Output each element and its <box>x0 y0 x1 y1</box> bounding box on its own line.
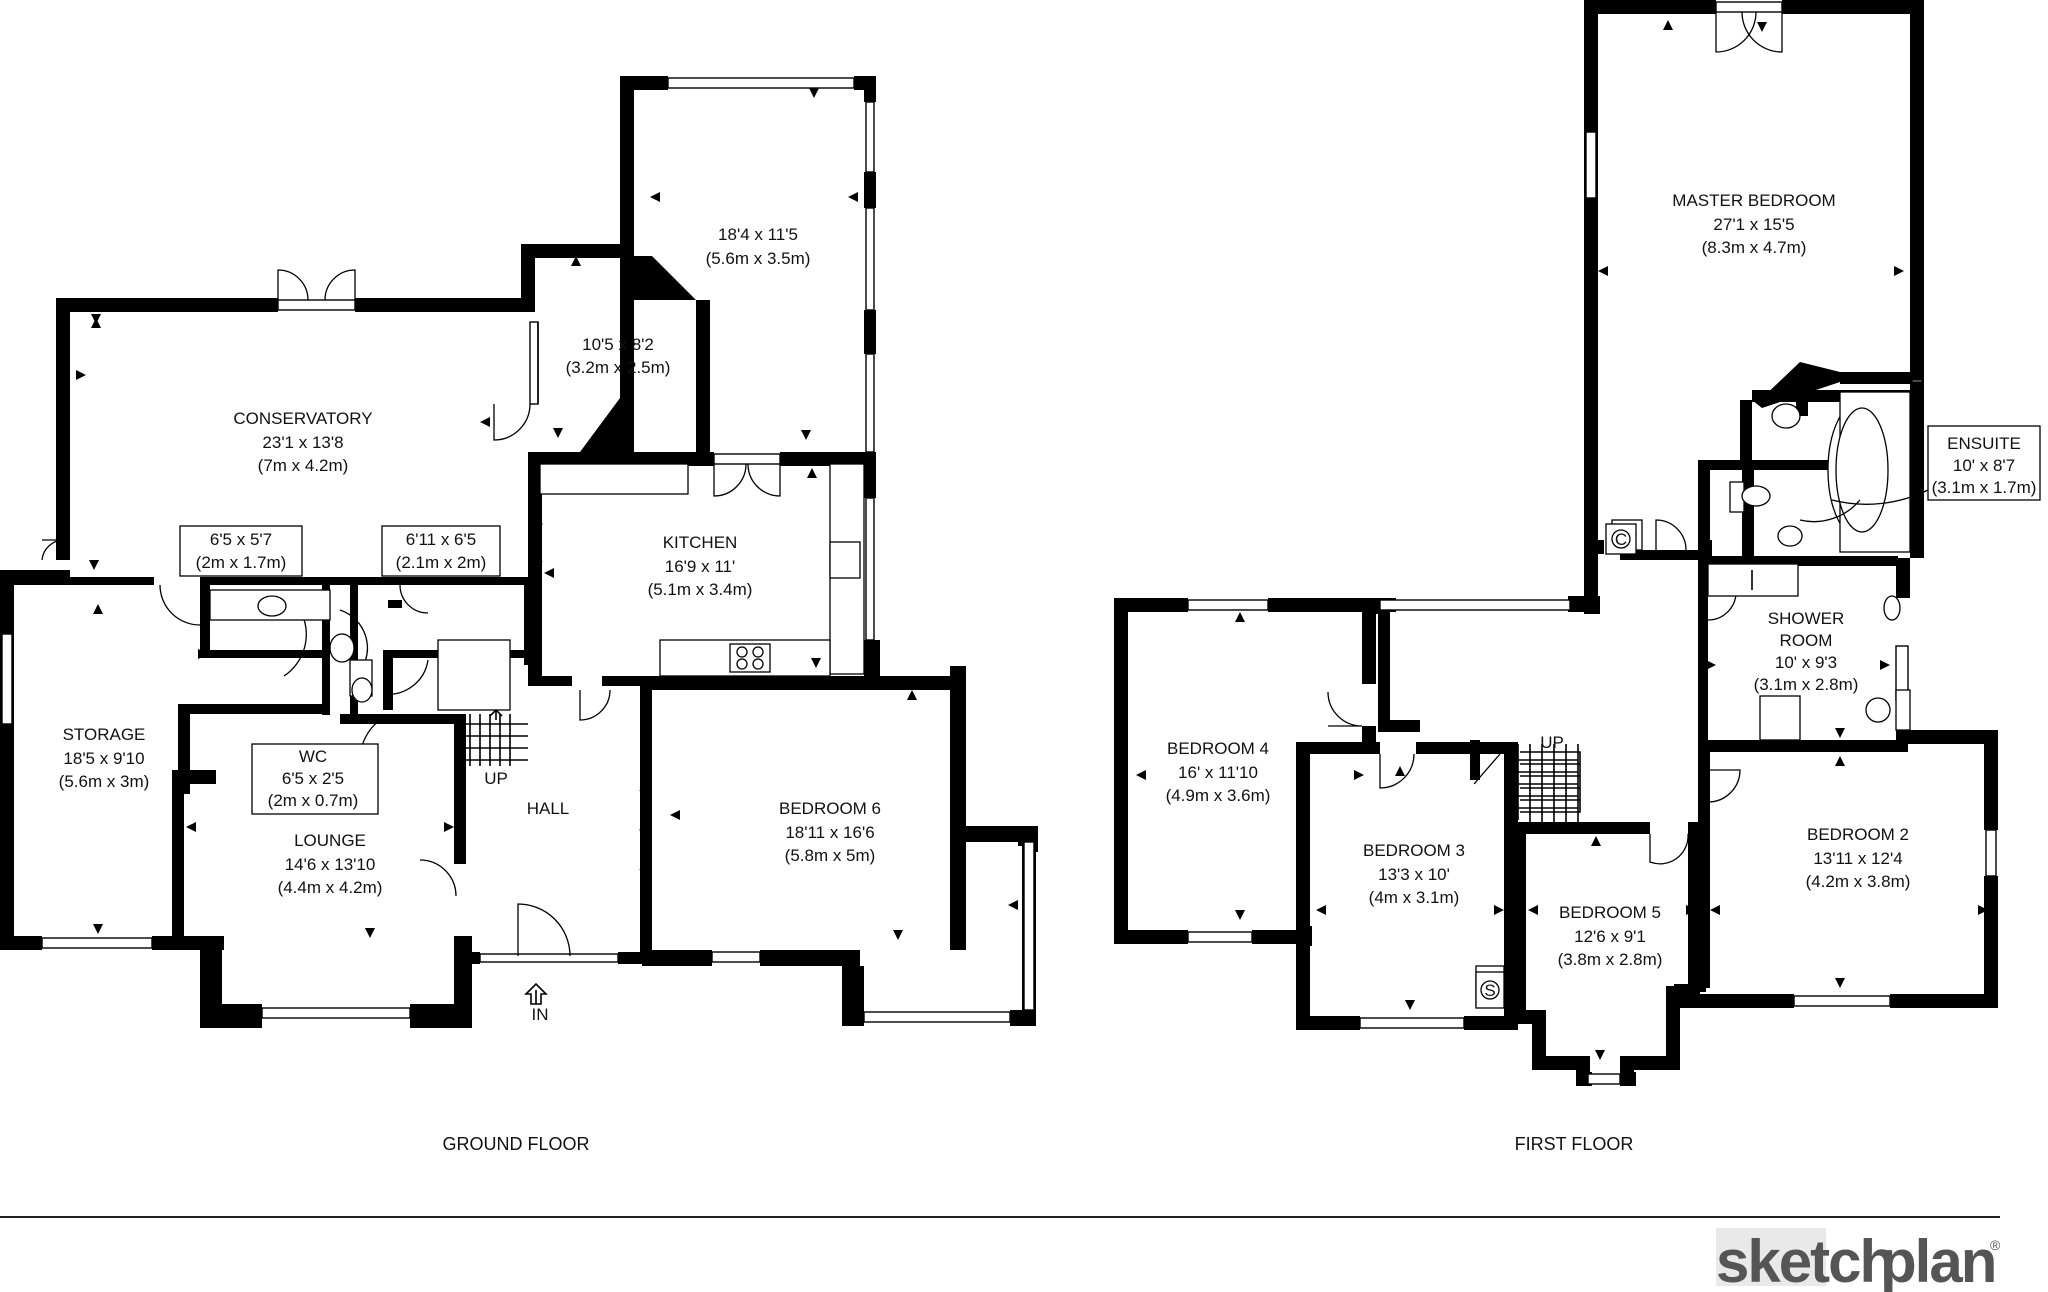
footer-divider <box>0 1216 2000 1218</box>
first-floor-walls <box>1114 0 1998 1086</box>
conservatory-metric: (7m x 4.2m) <box>258 456 349 475</box>
conservatory-name: CONSERVATORY <box>233 409 372 428</box>
bedroom3-name: BEDROOM 3 <box>1363 841 1465 860</box>
logo-registered-mark: ® <box>1990 1237 2001 1253</box>
cupboard-s-label: S <box>1484 981 1495 1000</box>
ground-floor-fixtures <box>209 463 865 1005</box>
bedroom2-metric: (4.2m x 3.8m) <box>1806 872 1911 891</box>
bedroom3-imperial: 13'3 x 10' <box>1378 865 1450 884</box>
rear-room-metric: (5.6m x 3.5m) <box>706 249 811 268</box>
lounge-metric: (4.4m x 4.2m) <box>278 878 383 897</box>
ground-floor-walls <box>0 76 1038 1028</box>
bedroom4-imperial: 16' x 11'10 <box>1178 763 1258 782</box>
ground-stairs-label: UP <box>484 769 508 788</box>
ground-floor-title: GROUND FLOOR <box>442 1134 589 1154</box>
master-metric: (8.3m x 4.7m) <box>1702 238 1807 257</box>
wc-name: WC <box>299 747 327 766</box>
ensuite-imperial: 10' x 8'7 <box>1953 456 2015 475</box>
entrance-label: IN <box>532 1005 549 1024</box>
storage-imperial: 18'5 x 9'10 <box>63 749 144 768</box>
first-floor-windows <box>1187 1 1997 1085</box>
ensuite-label-box <box>1927 425 2041 501</box>
ensuite-leader-line <box>1831 489 1929 505</box>
bedroom5-name: BEDROOM 5 <box>1559 903 1661 922</box>
first-floor-title: FIRST FLOOR <box>1515 1134 1634 1154</box>
store-a-label-box <box>179 525 303 577</box>
first-floor-cupboards <box>1475 523 1637 1009</box>
hall-name: HALL <box>527 799 570 818</box>
bedroom3-metric: (4m x 3.1m) <box>1369 888 1460 907</box>
logo-word-plan: plan <box>1880 1228 1995 1292</box>
store-a-metric: (2m x 1.7m) <box>196 553 287 572</box>
bedroom6-name: BEDROOM 6 <box>779 799 881 818</box>
store-b-label-box <box>381 525 501 577</box>
shower-imperial: 10' x 9'3 <box>1775 653 1837 672</box>
kitchen-metric: (5.1m x 3.4m) <box>648 580 753 599</box>
kitchen-name: KITCHEN <box>663 533 738 552</box>
utility-imperial: 10'5 x 8'2 <box>582 335 654 354</box>
ensuite-name: ENSUITE <box>1947 434 2021 453</box>
wc-metric: (2m x 0.7m) <box>268 791 359 810</box>
ensuite-metric: (3.1m x 1.7m) <box>1932 478 2037 497</box>
store-b-imperial: 6'11 x 6'5 <box>406 530 476 549</box>
bedroom2-imperial: 13'11 x 12'4 <box>1813 849 1902 868</box>
store-b-metric: (2.1m x 2m) <box>396 553 487 572</box>
shower-metric: (3.1m x 2.8m) <box>1754 675 1859 694</box>
kitchen-imperial: 16'9 x 11' <box>665 557 735 576</box>
master-name: MASTER BEDROOM <box>1672 191 1835 210</box>
bedroom5-metric: (3.8m x 2.8m) <box>1558 950 1663 969</box>
cupboard-c-label: C <box>1615 530 1627 549</box>
bedroom4-name: BEDROOM 4 <box>1167 739 1269 758</box>
wc-imperial: 6'5 x 2'5 <box>282 769 344 788</box>
logo-word-sketch: sketch <box>1716 1228 1894 1292</box>
lounge-imperial: 14'6 x 13'10 <box>285 855 376 874</box>
rear-room-imperial: 18'4 x 11'5 <box>718 225 798 244</box>
first-floor-stairs <box>1520 751 1581 813</box>
wall-markers <box>76 20 1988 1060</box>
conservatory-imperial: 23'1 x 13'8 <box>262 433 343 452</box>
first-stairs-label: UP <box>1540 733 1564 752</box>
bedroom6-metric: (5.8m x 5m) <box>785 846 876 865</box>
bedroom5-imperial: 12'6 x 9'1 <box>1574 927 1646 946</box>
master-imperial: 27'1 x 15'5 <box>1713 215 1794 234</box>
bedroom4-metric: (4.9m x 3.6m) <box>1166 786 1271 805</box>
ground-floor-windows <box>1 77 1035 1023</box>
storage-name: STORAGE <box>63 725 146 744</box>
bedroom2-name: BEDROOM 2 <box>1807 825 1909 844</box>
sketchplan-logo: sketch plan ® <box>1716 1228 2001 1292</box>
utility-metric: (3.2m x 2.5m) <box>566 358 671 377</box>
storage-metric: (5.6m x 3m) <box>59 772 150 791</box>
shower-name-line2: ROOM <box>1780 631 1833 650</box>
lounge-name: LOUNGE <box>294 831 366 850</box>
wc-label-box <box>251 743 379 815</box>
shower-name-line1: SHOWER <box>1768 609 1845 628</box>
bedroom6-imperial: 18'11 x 16'6 <box>785 823 874 842</box>
store-a-imperial: 6'5 x 5'7 <box>210 530 272 549</box>
